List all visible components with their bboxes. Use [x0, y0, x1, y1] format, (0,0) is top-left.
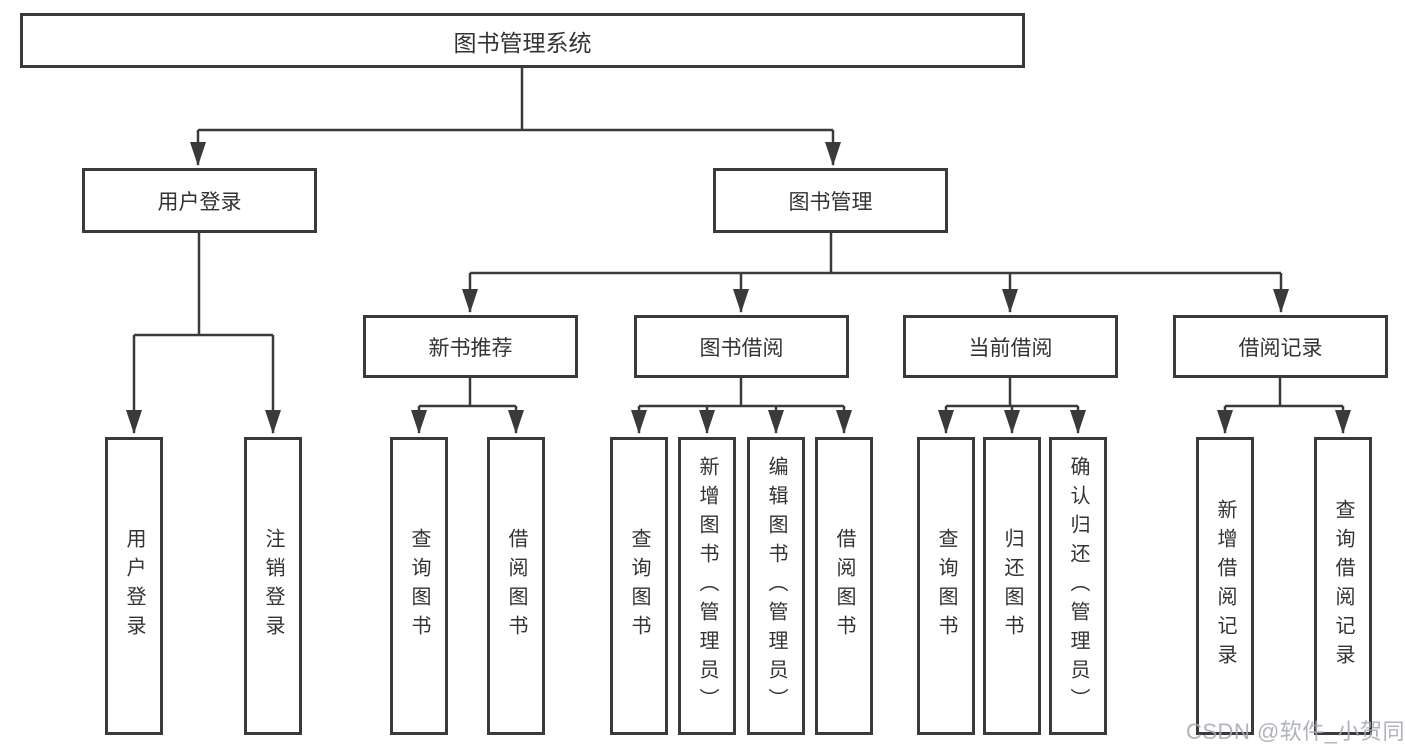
leaf-borrow-books-recommend: 借阅图书 [487, 437, 545, 735]
leaf-query-books-recommend: 查询图书 [390, 437, 448, 735]
node-root: 图书管理系统 [20, 13, 1025, 68]
leaf-confirm-return-admin: 确认归还（管理员） [1049, 437, 1107, 735]
node-user-login: 用户登录 [82, 168, 317, 233]
leaf-query-borrow-record: 查询借阅记录 [1314, 437, 1372, 735]
leaf-user-login: 用户登录 [105, 437, 163, 735]
leaf-return-book: 归还图书 [983, 437, 1041, 735]
leaf-add-book-admin: 新增图书（管理员） [678, 437, 736, 735]
node-new-book-recommendation: 新书推荐 [363, 315, 578, 378]
leaf-query-books-borrowing: 查询图书 [610, 437, 668, 735]
node-current-borrowing: 当前借阅 [903, 315, 1118, 378]
csdn-watermark: CSDN @软件_小贺同学 [1186, 719, 1405, 744]
leaf-borrow-books-borrowing: 借阅图书 [815, 437, 873, 735]
node-book-borrowing: 图书借阅 [634, 315, 849, 378]
leaf-logout: 注销登录 [244, 437, 302, 735]
leaf-edit-book-admin: 编辑图书（管理员） [747, 437, 805, 735]
node-book-management: 图书管理 [713, 168, 948, 233]
leaf-add-borrow-record: 新增借阅记录 [1196, 437, 1254, 735]
node-borrowing-records: 借阅记录 [1173, 315, 1388, 378]
leaf-query-books-current: 查询图书 [917, 437, 975, 735]
